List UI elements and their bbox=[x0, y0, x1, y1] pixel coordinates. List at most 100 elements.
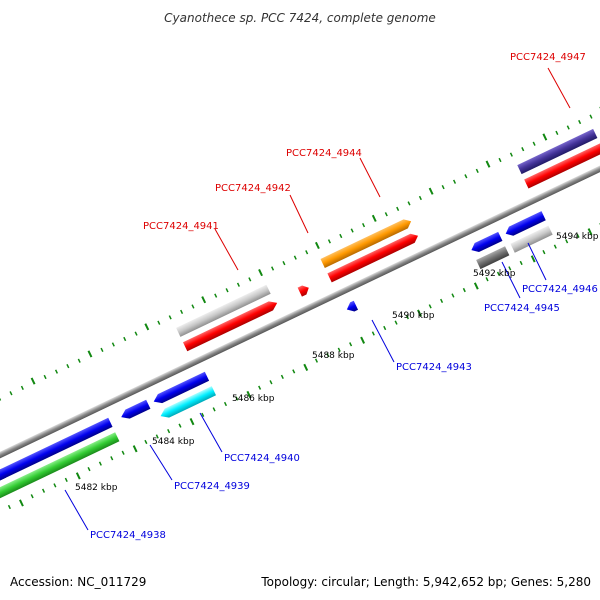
major-tick bbox=[473, 282, 479, 290]
major-tick bbox=[201, 296, 207, 304]
minor-tick bbox=[168, 315, 172, 320]
minor-tick bbox=[258, 385, 262, 390]
tick-label: 5494 kbp bbox=[556, 232, 599, 242]
minor-tick bbox=[214, 293, 218, 298]
minor-tick bbox=[30, 494, 34, 499]
tick-label: 5490 kbp bbox=[392, 311, 435, 321]
minor-tick bbox=[98, 461, 102, 466]
gene-label-PCC7424_4938[interactable]: PCC7424_4938 bbox=[90, 530, 166, 541]
gene-gray-feature[interactable] bbox=[176, 284, 271, 337]
minor-tick bbox=[66, 364, 70, 369]
minor-tick bbox=[542, 249, 546, 255]
reverse-outer-row bbox=[0, 225, 553, 518]
minor-tick bbox=[223, 401, 228, 407]
gene-label-PCC7424_4941[interactable]: PCC7424_4941 bbox=[143, 221, 219, 232]
major-tick bbox=[587, 228, 593, 236]
major-tick bbox=[189, 418, 195, 426]
minor-tick bbox=[337, 347, 341, 352]
minor-tick bbox=[418, 195, 422, 201]
minor-tick bbox=[589, 114, 593, 119]
gene-PCC7424_4939[interactable] bbox=[119, 399, 151, 422]
gene-dark-gray-feature[interactable] bbox=[476, 246, 510, 270]
minor-tick bbox=[9, 391, 13, 396]
minor-tick bbox=[269, 380, 273, 385]
gene-PCC7424_4943[interactable] bbox=[345, 300, 359, 314]
minor-tick bbox=[339, 233, 343, 239]
gene-light-gray-feature[interactable] bbox=[510, 225, 553, 253]
gene-label-PCC7424_4945[interactable]: PCC7424_4945 bbox=[484, 303, 560, 314]
minor-tick bbox=[293, 255, 297, 260]
major-tick bbox=[417, 309, 422, 317]
minor-tick bbox=[280, 374, 284, 379]
map-title: Cyanothece sp. PCC 7424, complete genome bbox=[164, 11, 436, 25]
minor-tick bbox=[201, 412, 205, 417]
minor-tick bbox=[77, 358, 81, 363]
genome-track bbox=[0, 106, 600, 518]
minor-tick bbox=[509, 152, 513, 157]
minor-tick bbox=[578, 119, 582, 125]
gene-green-feature[interactable] bbox=[0, 432, 120, 518]
gene-PCC7424_4938-body[interactable] bbox=[0, 417, 113, 504]
minor-tick bbox=[384, 212, 388, 217]
minor-tick bbox=[485, 277, 489, 282]
minor-tick bbox=[111, 342, 115, 347]
major-tick bbox=[314, 241, 320, 250]
minor-tick bbox=[508, 266, 512, 271]
major-tick bbox=[87, 350, 93, 358]
gene-label-PCC7424_4946[interactable]: PCC7424_4946 bbox=[522, 284, 598, 295]
leader-line bbox=[64, 489, 89, 531]
tick-label: 5484 kbp bbox=[152, 437, 195, 447]
leader-line bbox=[527, 242, 547, 281]
minor-tick bbox=[428, 304, 432, 309]
minor-tick bbox=[123, 336, 127, 342]
leader-line bbox=[501, 261, 521, 299]
gene-label-PCC7424_4939[interactable]: PCC7424_4939 bbox=[174, 481, 250, 492]
gene-PCC7424_4944[interactable] bbox=[327, 231, 420, 283]
minor-tick bbox=[532, 141, 536, 146]
minor-tick bbox=[155, 434, 159, 439]
minor-tick bbox=[440, 298, 444, 304]
minor-tick bbox=[235, 396, 239, 401]
gene-label-PCC7424_4940[interactable]: PCC7424_4940 bbox=[224, 453, 300, 464]
forward-cds-row bbox=[182, 143, 600, 352]
minor-tick bbox=[451, 293, 455, 298]
minor-tick bbox=[282, 260, 286, 266]
minor-tick bbox=[405, 315, 409, 320]
minor-tick bbox=[248, 277, 252, 282]
minor-tick bbox=[576, 233, 580, 238]
minor-tick bbox=[521, 147, 525, 152]
gene-label-PCC7424_4947[interactable]: PCC7424_4947 bbox=[510, 52, 586, 63]
major-tick bbox=[303, 363, 309, 371]
tick-label: 5482 kbp bbox=[75, 483, 118, 493]
leader-line bbox=[199, 412, 223, 453]
leader-line bbox=[371, 319, 395, 363]
leader-line bbox=[289, 194, 309, 234]
gene-purple-feature[interactable] bbox=[517, 128, 598, 175]
gene-label-PCC7424_4943[interactable]: PCC7424_4943 bbox=[396, 362, 472, 373]
minor-tick bbox=[157, 320, 161, 325]
gene-label-PCC7424_4944[interactable]: PCC7424_4944 bbox=[286, 148, 362, 159]
minor-tick bbox=[121, 450, 125, 455]
minor-tick bbox=[498, 157, 502, 163]
gene-PCC7424_4941[interactable] bbox=[182, 298, 279, 352]
minor-tick bbox=[383, 325, 387, 331]
tick-label: 5492 kbp bbox=[473, 269, 516, 279]
gene-cyan-feature[interactable] bbox=[158, 386, 216, 420]
gene-label-PCC7424_4942[interactable]: PCC7424_4942 bbox=[215, 183, 291, 194]
major-tick bbox=[144, 323, 150, 331]
gene-PCC7424_4942[interactable] bbox=[297, 283, 311, 297]
minor-tick bbox=[326, 353, 330, 358]
gene-PCC7424_4947[interactable] bbox=[524, 143, 600, 189]
gene-orange-feature[interactable] bbox=[320, 217, 414, 268]
minor-tick bbox=[212, 407, 216, 412]
gene-PCC7424_4945[interactable] bbox=[469, 231, 503, 255]
gene-PCC7424_4946[interactable] bbox=[504, 211, 546, 238]
minor-tick bbox=[225, 288, 229, 293]
minor-tick bbox=[441, 185, 445, 190]
major-tick bbox=[258, 268, 263, 277]
gene-PCC7424_4940[interactable] bbox=[152, 371, 210, 406]
minor-tick bbox=[464, 174, 468, 179]
minor-tick bbox=[271, 266, 275, 271]
minor-tick bbox=[496, 271, 500, 276]
